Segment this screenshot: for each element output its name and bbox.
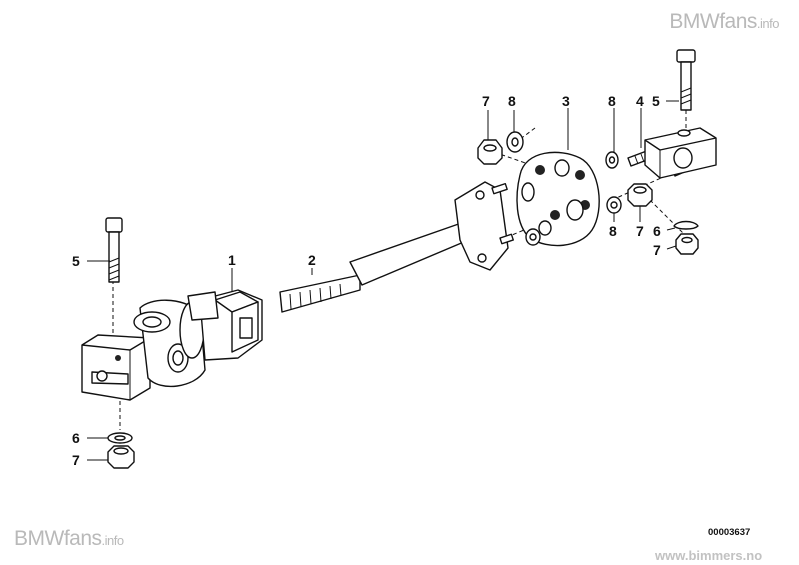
steering-bracket xyxy=(644,127,717,179)
washer-8-top xyxy=(506,131,524,153)
nut-7-right-bottom xyxy=(675,233,699,255)
label-6-right: 6 xyxy=(653,223,661,239)
label-7-top: 7 xyxy=(482,93,490,109)
washer-8-right-lower xyxy=(606,196,622,214)
watermark-bottom-brand: BMWfans xyxy=(14,527,102,550)
label-7-right-bottom: 7 xyxy=(653,242,661,258)
leader-lines xyxy=(87,100,679,461)
watermark-bottom: BMWfans.info xyxy=(14,527,124,551)
watermark-top: BMWfans.info xyxy=(669,10,779,34)
bolt-5-left xyxy=(105,217,123,283)
label-6-left: 6 xyxy=(72,430,80,446)
part-number-labels: 7 8 3 8 4 5 8 7 6 7 5 1 2 6 7 xyxy=(72,93,661,468)
diagram-number: 00003637 xyxy=(708,527,751,538)
washer-8-right-upper xyxy=(605,151,619,169)
watermark-top-suffix: .info xyxy=(756,16,780,31)
label-7-left: 7 xyxy=(72,452,80,468)
label-3: 3 xyxy=(562,93,570,109)
washer-6-left xyxy=(107,432,133,444)
nut-7-right xyxy=(627,183,653,207)
site-url: www.bimmers.no xyxy=(655,548,763,563)
nut-7-left xyxy=(107,445,135,469)
label-1: 1 xyxy=(228,252,236,268)
watermark-top-brand: BMWfans xyxy=(669,10,757,33)
washer-8-lower xyxy=(525,228,541,246)
flexible-disc-3 xyxy=(516,151,600,247)
watermark-bottom-suffix: .info xyxy=(101,533,125,548)
washer-6-right xyxy=(673,220,699,230)
label-4: 4 xyxy=(636,93,644,109)
assembly-axis-lines xyxy=(112,110,691,430)
label-2: 2 xyxy=(308,252,316,268)
nut-7-top xyxy=(477,139,503,165)
label-8-right-top: 8 xyxy=(608,93,616,109)
label-8-top: 8 xyxy=(508,93,516,109)
universal-joint-1 xyxy=(81,289,263,401)
label-5-right: 5 xyxy=(652,93,660,109)
label-5-left: 5 xyxy=(72,253,80,269)
label-7-right-mid: 7 xyxy=(636,223,644,239)
bolt-5-right xyxy=(676,49,696,111)
label-8-right-lower: 8 xyxy=(609,223,617,239)
shaft-flange xyxy=(454,181,514,271)
